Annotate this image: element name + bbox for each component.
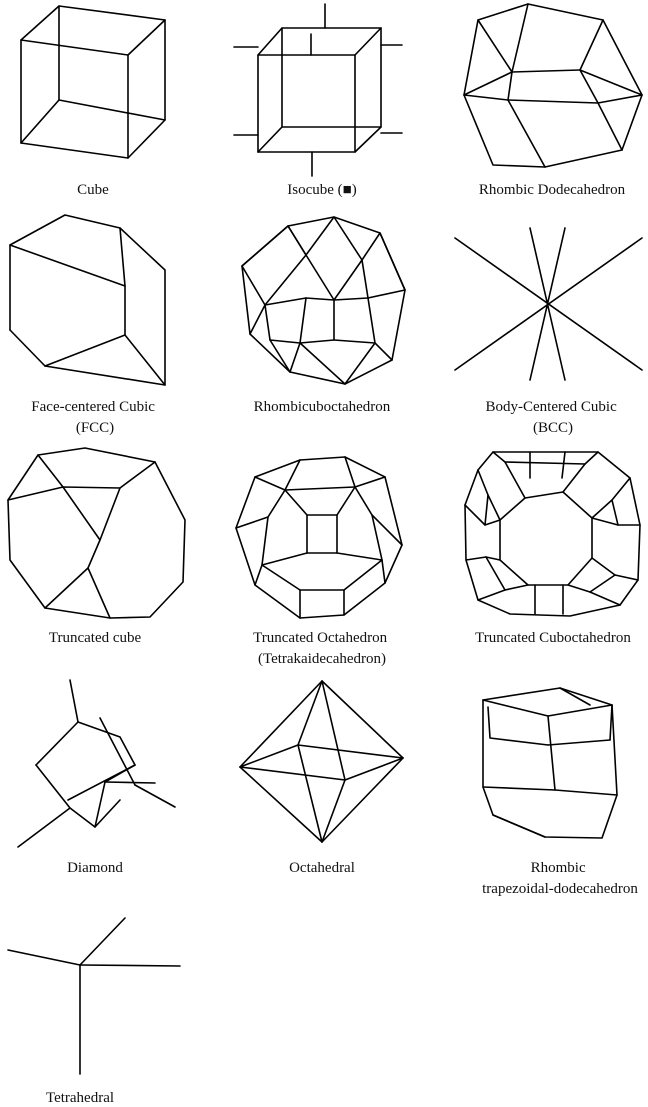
truncated-octahedron-caption: Truncated Octahedron (Tetrakaidecahedron… (253, 630, 391, 667)
truncated-cuboctahedron-wireframe-icon (464, 451, 641, 617)
tetrahedral-star-icon (7, 917, 181, 1075)
fcc-caption: Face-centered Cubic (FCC) (31, 399, 158, 436)
rhombicuboctahedron-caption: Rhombicuboctahedron (254, 399, 391, 415)
rhombic-dodecahedron-caption: Rhombic Dodecahedron (479, 182, 626, 198)
cube-caption: Cube (77, 182, 109, 198)
octahedral-wireframe-icon (239, 680, 404, 843)
octahedral-caption: Octahedral (289, 860, 355, 876)
fcc-wireframe-icon (9, 214, 166, 386)
isocube-wireframe-icon (233, 3, 403, 177)
tetrahedral-caption: Tetrahedral (46, 1090, 114, 1106)
rhombic-dodecahedron-wireframe-icon (463, 3, 643, 168)
rhombic-trapezoidal-dodecahedron-caption: Rhombic trapezoidal-dodecahedron (482, 860, 638, 897)
truncated-cube-wireframe-icon (7, 447, 186, 619)
truncated-octahedron-wireframe-icon (235, 456, 403, 619)
bcc-star-icon (454, 227, 643, 381)
diamond-wireframe-icon (17, 679, 176, 848)
truncated-cube-caption: Truncated cube (49, 630, 142, 646)
bcc-caption: Body-Centered Cubic (BCC) (486, 399, 621, 436)
isocube-caption: Isocube (■) (287, 182, 356, 198)
truncated-cuboctahedron-caption: Truncated Cuboctahedron (475, 630, 631, 646)
rhombicuboctahedron-wireframe-icon (241, 216, 406, 385)
diamond-caption: Diamond (67, 860, 123, 876)
cube-wireframe-icon (20, 5, 166, 159)
rhombic-trapezoidal-dodecahedron-wireframe-icon (482, 687, 618, 839)
